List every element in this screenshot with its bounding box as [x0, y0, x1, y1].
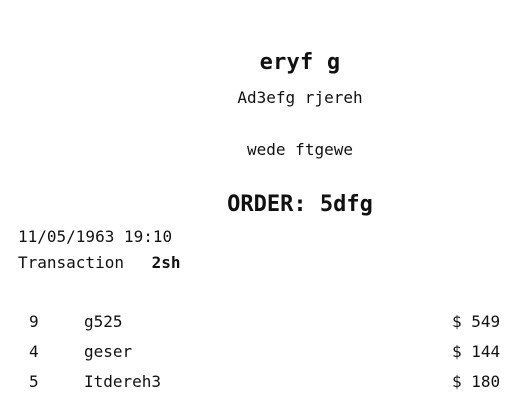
item-quantity: 9 [29, 312, 39, 331]
item-list: 9 g525 $ 549 4 geser $ 144 5 Itdereh3 $ … [0, 312, 512, 402]
item-name: geser [84, 342, 133, 361]
item-name: g525 [84, 312, 123, 331]
item-price: $ 549 [452, 312, 501, 331]
item-row: 5 Itdereh3 $ 180 [0, 372, 512, 402]
order-title: ORDER: 5dfg [227, 192, 373, 217]
item-price: $ 144 [452, 342, 501, 361]
item-quantity: 5 [29, 372, 39, 391]
store-secondary-line: wede ftgewe [247, 140, 353, 159]
item-name: Itdereh3 [84, 372, 162, 391]
transaction-value: 2sh [151, 253, 181, 272]
item-row: 4 geser $ 144 [0, 342, 512, 372]
item-quantity: 4 [29, 342, 39, 361]
store-address: Ad3efg rjereh [237, 88, 363, 107]
transaction-row: Transaction 2sh [18, 253, 181, 272]
transaction-datetime: 11/05/1963 19:10 [18, 227, 173, 246]
item-row: 9 g525 $ 549 [0, 312, 512, 342]
item-price: $ 180 [452, 372, 501, 391]
transaction-label: Transaction [18, 253, 124, 272]
store-name: eryf g [259, 50, 341, 75]
